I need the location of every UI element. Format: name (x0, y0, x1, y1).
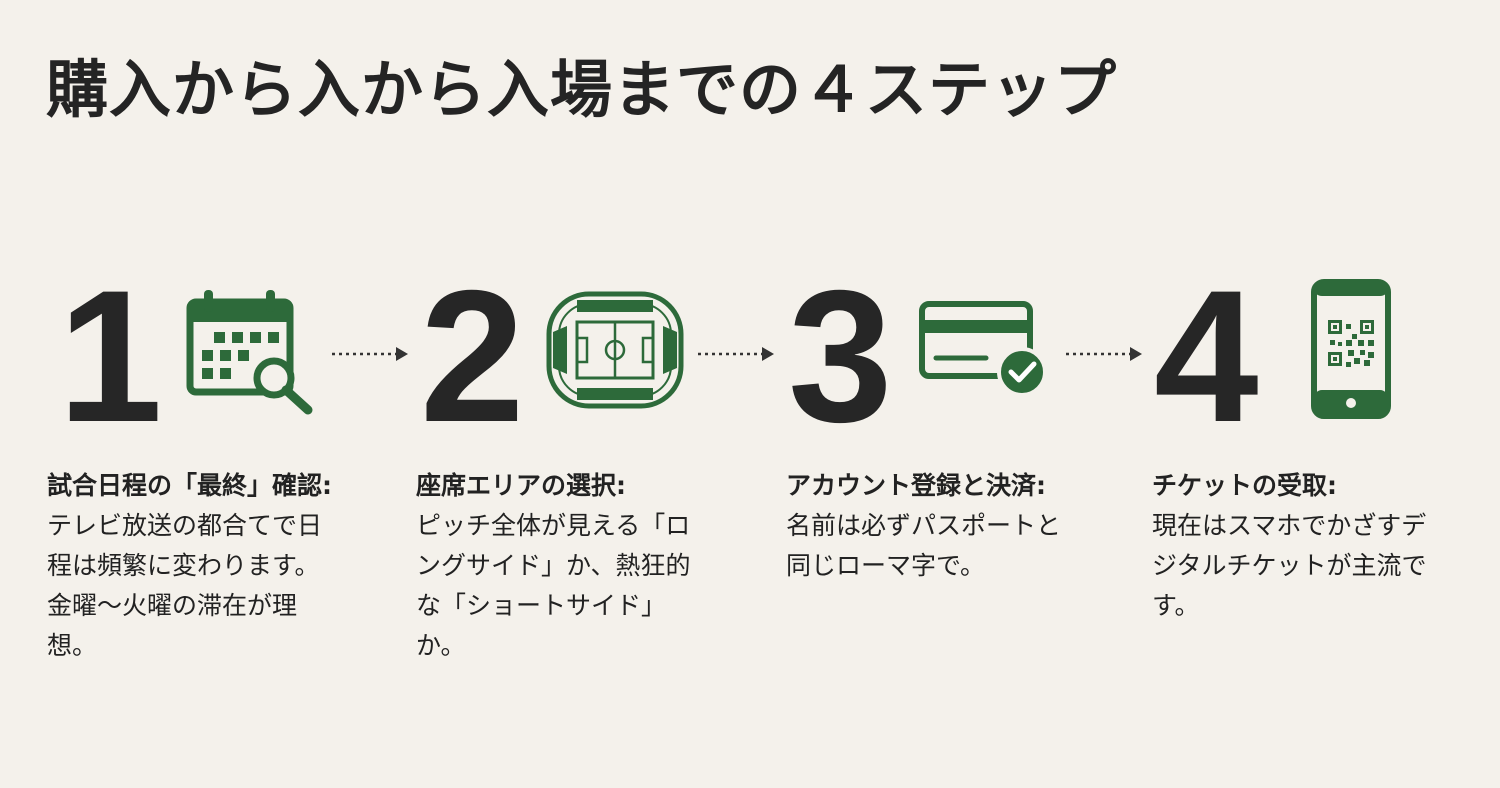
step-4-description: チケットの受取: 現在はスマホでかざすデジタルチケットが主流です。 (1152, 466, 1442, 626)
step-3-heading: アカウント登録と決済: (786, 471, 1046, 500)
step-arrow-3 (1064, 345, 1144, 363)
step-1-number: 1 (58, 251, 163, 461)
step-3-body: 名前は必ずパスポートと同じローマ字で。 (786, 511, 1062, 580)
page-title: 購入から入から入場までの４ステップ (46, 53, 1118, 126)
step-1-body: テレビ放送の都合てで日程は頻繁に変わります。金曜〜火曜の滞在が理想。 (47, 511, 323, 660)
step-arrow-2 (696, 345, 776, 363)
smartphone-qr-icon (1310, 278, 1392, 420)
step-1-heading: 試合日程の「最終」確認: (47, 471, 332, 500)
step-2-description: 座席エリアの選択: ピッチ全体が見える「ロングサイド」か、熱狂的な「ショートサイド… (416, 466, 696, 666)
step-3-number: 3 (788, 251, 893, 461)
step-2-number: 2 (420, 251, 525, 461)
credit-card-check-icon (918, 300, 1054, 396)
step-2-heading: 座席エリアの選択: (416, 471, 626, 500)
calendar-search-icon (186, 286, 316, 416)
step-4-heading: チケットの受取: (1152, 471, 1337, 500)
step-2-body: ピッチ全体が見える「ロングサイド」か、熱狂的な「ショートサイド」か。 (416, 511, 691, 660)
step-arrow-1 (330, 345, 410, 363)
step-1-description: 試合日程の「最終」確認: テレビ放送の都合てで日程は頻繁に変わります。金曜〜火曜… (47, 466, 337, 666)
step-4-body: 現在はスマホでかざすデジタルチケットが主流です。 (1152, 511, 1427, 620)
step-4-number: 4 (1154, 251, 1259, 461)
stadium-icon (545, 290, 685, 410)
step-3-description: アカウント登録と決済: 名前は必ずパスポートと同じローマ字で。 (786, 466, 1076, 586)
